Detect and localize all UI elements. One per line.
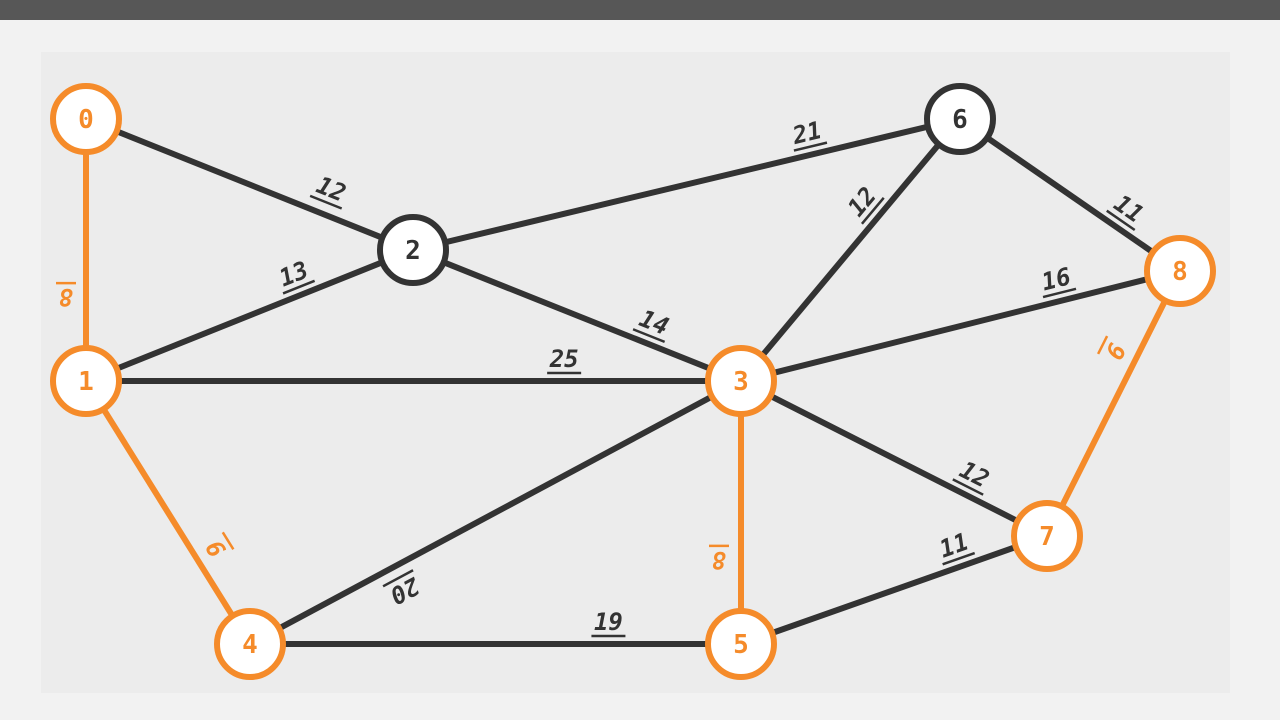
node-label: 8 (1172, 257, 1188, 287)
node-label: 4 (242, 630, 258, 660)
node-label: 0 (78, 105, 94, 135)
edge-7-8 (1044, 269, 1183, 538)
node-label: 5 (733, 630, 749, 660)
node-circle[interactable] (705, 608, 777, 680)
edge-weight-text: 8 (59, 283, 73, 311)
node-label: 7 (1039, 522, 1055, 552)
node-7[interactable]: 7 (1011, 500, 1083, 572)
node-label: 6 (952, 105, 968, 135)
edge-weight-underline (282, 279, 316, 295)
edge-weight-4-5: 19 (591, 608, 626, 638)
node-circle[interactable] (377, 214, 449, 286)
node-1[interactable]: 1 (50, 345, 122, 417)
edge-weight-underline (942, 551, 976, 566)
node-4[interactable]: 4 (214, 608, 286, 680)
edge-weight-1-3: 25 (547, 345, 582, 375)
edge-1-4 (83, 379, 253, 646)
node-circle[interactable] (1144, 235, 1216, 307)
edge-3-7 (739, 378, 1049, 539)
edge-weight-text: 8 (712, 546, 726, 574)
edge-0-2 (84, 116, 415, 253)
edge-weight-0-1: 8 (56, 281, 76, 311)
edge-weight-underline (382, 569, 414, 588)
edge-6-8 (958, 116, 1182, 274)
nodes-layer: 0 1 2 3 4 5 6 7 8 (50, 83, 1216, 680)
edge-weight-3-5: 8 (709, 544, 729, 574)
node-label: 2 (405, 236, 421, 266)
canvas-background (41, 52, 1230, 693)
edge-5-7 (740, 533, 1048, 647)
edge-2-3 (411, 247, 743, 384)
edge-weight-underline (632, 328, 666, 344)
node-circle[interactable] (50, 83, 122, 155)
node-circle[interactable] (1011, 500, 1083, 572)
edge-3-4 (248, 378, 743, 647)
edge-3-6 (738, 117, 963, 383)
edge-weight-underline (793, 141, 828, 152)
edge-weight-underline (1097, 335, 1109, 355)
node-8[interactable]: 8 (1144, 235, 1216, 307)
edge-weight-underline (1042, 287, 1077, 299)
node-circle[interactable] (50, 345, 122, 417)
edge-3-8 (740, 268, 1181, 384)
edge-weight-underline (309, 194, 343, 210)
node-0[interactable]: 0 (50, 83, 122, 155)
edge-weight-2-6: 21 (789, 116, 828, 152)
node-6[interactable]: 6 (924, 83, 996, 155)
edge-weight-3-8: 16 (1039, 262, 1077, 299)
edge-weight-text: 25 (549, 345, 579, 373)
node-3[interactable]: 3 (705, 345, 777, 417)
top-bar (0, 0, 1280, 20)
edges-layer (83, 116, 1183, 647)
node-label: 1 (78, 367, 94, 397)
canvas-area (41, 52, 1230, 693)
node-label: 3 (733, 367, 749, 397)
edge-weight-text: 19 (594, 608, 623, 636)
edge-weight-underline (221, 531, 235, 550)
node-5[interactable]: 5 (705, 608, 777, 680)
edge-2-6 (412, 116, 961, 253)
edge-1-2 (84, 247, 415, 384)
edge-weight-underline (860, 196, 885, 225)
node-circle[interactable] (214, 608, 286, 680)
node-circle[interactable] (705, 345, 777, 417)
node-circle[interactable] (924, 83, 996, 155)
node-2[interactable]: 2 (377, 214, 449, 286)
edge-weight-underline (952, 478, 984, 496)
edge-weight-underline (1106, 209, 1136, 232)
